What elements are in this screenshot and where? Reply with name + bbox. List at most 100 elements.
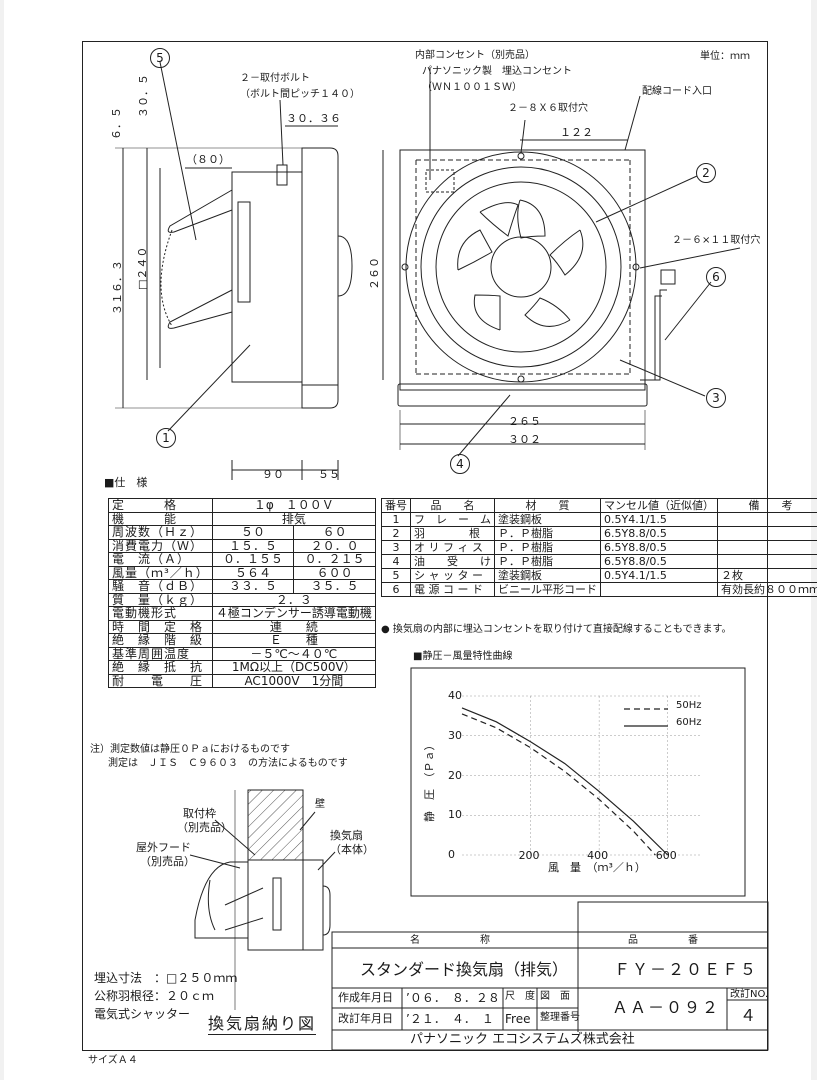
parts-cell: 6.5Y8.8/0.5 — [600, 554, 718, 569]
tb-product-name: スタンダード換気扇（排気） — [360, 960, 569, 979]
parts-cell: 2 — [381, 526, 411, 541]
series-line-50hz — [461, 713, 656, 856]
spec-value-50hz: ５６４ — [211, 565, 295, 580]
spec-label: 機 能 — [108, 511, 213, 526]
chart-frame — [410, 667, 746, 897]
dim-30-5: ３０．５ — [137, 74, 150, 118]
spec-label: 周波数（Ｈｚ） — [108, 525, 213, 540]
parts-cell: 0.5Y4.1/1.5 — [600, 568, 718, 583]
install-spec-3: 電気式シャッター — [94, 1007, 191, 1021]
measure-note-1: 注）測定数値は静圧０Ｐａにおけるものです — [90, 744, 290, 755]
spec-value: AC1000V 1分間 — [211, 673, 376, 688]
spec-title: ■仕 様 — [104, 476, 148, 489]
side-frame-outline — [301, 147, 339, 409]
page-edge-left — [0, 0, 4, 1080]
spec-label: 質 量（ｋｇ） — [108, 592, 213, 607]
chart-xtick: 400 — [587, 849, 609, 862]
outlet-maker-label: パナソニック製 埋込コンセント — [422, 66, 572, 77]
parts-cell: 羽 根 — [410, 526, 495, 541]
spec-value-60hz: ０．２１５ — [293, 552, 376, 567]
chart-ytick: 30 — [448, 728, 462, 742]
tb-drawing-label: 図 面 — [540, 991, 570, 1002]
side-switch-slot — [237, 201, 251, 303]
chart-xlabel: 風 量 （ｍ³／ｈ） — [548, 861, 646, 874]
callout-3: 3 — [706, 388, 726, 408]
parts-header: 備 考 — [717, 498, 817, 513]
spec-value: 1MΩ以上（DC500V） — [211, 660, 376, 675]
parts-header: 番号 — [381, 498, 411, 513]
tb-scale-label: 尺 度 — [505, 991, 535, 1002]
spec-value: １φ １００Ｖ — [211, 498, 376, 513]
dim-122: １２２ — [560, 126, 593, 139]
tb-number-label: 品 番 — [628, 935, 698, 946]
parts-cell: 油 受 け — [410, 554, 495, 569]
hood-sub: （別売品） — [140, 855, 195, 868]
internal-outlet-label: 内部コンセント（別売品） — [415, 50, 535, 61]
parts-cell: 0.5Y4.1/1.5 — [600, 512, 718, 527]
chart-xtick: 200 — [518, 849, 540, 862]
bullet-note: ● 換気扇の内部に埋込コンセントを取り付けて直接配線することもできます。 — [381, 624, 732, 635]
shutter-upper — [167, 189, 233, 233]
parts-cell: 4 — [381, 554, 411, 569]
parts-cell: 6 — [381, 582, 411, 597]
spec-value-50hz: ０．１５５ — [211, 552, 295, 567]
spec-value-50hz: １５．５ — [211, 538, 295, 553]
spec-label: 風量（ｍ³／ｈ） — [108, 565, 213, 580]
parts-cell: 塗装鋼板 — [494, 568, 601, 583]
fan-body-sub: （本体） — [330, 843, 374, 856]
parts-cell: 6.5Y8.8/0.5 — [600, 526, 718, 541]
callout-6: 6 — [706, 267, 726, 287]
spec-row: 基準周囲温度－５℃～４０℃ — [108, 646, 376, 661]
tb-revised: ’２１． ４． １ — [406, 1012, 494, 1026]
series-line-60hz — [461, 707, 669, 856]
bolt-pitch-label: （ボルト間ピッチ１４０） — [240, 89, 360, 100]
parts-header: マンセル値（近似値） — [600, 498, 718, 513]
spec-value-60hz: ３５．５ — [293, 579, 376, 594]
chart-xtick: 600 — [655, 849, 677, 862]
paper-size-label: サイズＡ４ — [88, 1055, 138, 1066]
spec-value: Ｅ 種 — [211, 633, 376, 648]
parts-header: 品 名 — [410, 498, 495, 513]
chart-ytick: 20 — [448, 768, 462, 782]
legend-60hz: 60Hz — [676, 717, 702, 728]
dim-260: ２６０ — [368, 257, 381, 290]
spec-row: 時 間 定 格連 続 — [108, 619, 376, 634]
dim-265: ２６５ — [508, 415, 541, 428]
spec-label: 電 流（Ａ） — [108, 552, 213, 567]
tb-company: パナソニック エコシステムズ株式会社 — [410, 1032, 635, 1047]
parts-cell — [717, 554, 817, 569]
spec-value-60hz: ２０．０ — [293, 538, 376, 553]
parts-cell: オ リ フ ィ ス — [410, 540, 495, 555]
measure-note-2: 測定は ＪＩＳ Ｃ９６０３ の方法によるものです — [108, 758, 348, 769]
parts-cell: 1 — [381, 512, 411, 527]
parts-cell: ビニール平形コード — [494, 582, 601, 597]
dim-80: （８０） — [186, 153, 230, 166]
hood-label: 屋外フード — [136, 841, 191, 854]
parts-cell: 塗装鋼板 — [494, 512, 601, 527]
parts-cell: シ ャ ッ タ ー — [410, 568, 495, 583]
spec-value-50hz: ３３．５ — [211, 579, 295, 594]
legend-50hz: 50Hz — [676, 700, 702, 711]
dim-302: ３０２ — [508, 433, 541, 446]
tb-product-no: ＦＹ－２０ＥＦ５ — [614, 960, 759, 979]
fan-body-label: 換気扇 — [330, 829, 363, 842]
dim-6-5: ６．５ — [110, 107, 123, 140]
spec-value: 排気 — [211, 511, 376, 526]
spec-label: 電動機形式 — [108, 606, 213, 621]
parts-cell: 電 源 コ ー ド — [410, 582, 495, 597]
callout-5: 5 — [150, 48, 170, 68]
tb-drawing-no: ＡＡ－０９２ — [612, 998, 721, 1017]
tb-rev-no: ４ — [740, 1006, 757, 1025]
spec-value-60hz: ６０ — [293, 525, 376, 540]
tb-name-label: 名 称 — [410, 935, 490, 946]
